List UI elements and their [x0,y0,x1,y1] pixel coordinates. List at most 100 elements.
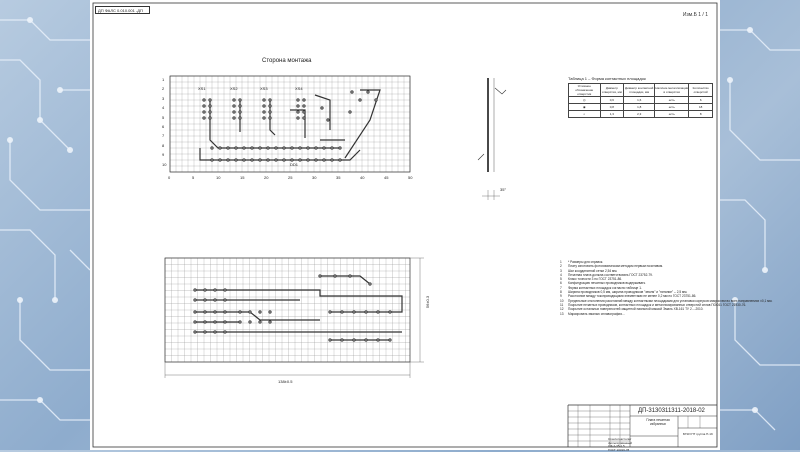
table-cell: 0,8 [599,103,625,111]
pad-hole [283,159,285,161]
pad-hole [204,311,206,313]
pad-hole [353,311,355,313]
pad-hole [291,147,293,149]
note-item: 1* Размеры для справок. [560,260,604,264]
pad-hole [303,105,305,107]
pad-hole [349,111,351,113]
pad-hole [214,311,216,313]
table-cell: ◐ [568,110,601,118]
pad-hole [224,311,226,313]
y-tick-label: 1 [162,77,165,82]
pad-hole [239,99,241,101]
x-tick-label: 0 [168,175,171,180]
pad-hole [269,111,271,113]
pad-hole [243,159,245,161]
pad-hole [339,159,341,161]
table-cell: есть [654,103,690,111]
pad-hole [235,147,237,149]
y-tick-label: 3 [162,95,165,101]
pad-hole [267,159,269,161]
pad-hole [211,147,213,149]
x-tick-label: 30 [312,175,317,180]
pad-hole [389,339,391,341]
pad-hole [307,147,309,149]
pad-hole [297,117,299,119]
pad-hole [303,117,305,119]
pad-hole [239,311,241,313]
pad-hole [329,311,331,313]
y-tick-label: 9 [162,152,165,158]
table-cell: есть [654,110,690,118]
table-cell: 2,3 [623,110,656,118]
pad-hole [249,311,251,313]
pad-hole [214,299,216,301]
pad-hole [339,147,341,149]
y-tick-label: 4 [162,105,165,111]
angle-label: 35° [500,187,507,192]
title-block-name: Плата печатная избранных [646,418,670,426]
component-label: DD1 [290,162,299,167]
pad-hole [359,99,361,101]
title-block-org: БГКИ ПТ группа П-19 [683,432,713,436]
pad-hole [224,299,226,301]
pad-hole [233,99,235,101]
side-view [477,78,507,200]
x-tick-label: 10 [216,175,221,180]
pad-hole [204,321,206,323]
table-cell: 8 [688,110,713,118]
table-cell: 18 [688,103,713,111]
connector-label: ХS4 [295,86,303,91]
table-header: Условное обозначение отверстия [568,83,601,97]
pad-hole [233,105,235,107]
pad-hole [209,105,211,107]
y-tick-label: 10 [162,161,167,167]
pad-hole [349,275,351,277]
table-header: Диаметр отверстия, мм [599,83,625,97]
pad-hole [211,159,213,161]
pad-hole [204,299,206,301]
pad-hole [341,339,343,341]
table-cell: 1,6 [623,96,656,104]
pad-hole [203,99,205,101]
pad-hole [249,321,251,323]
y-tick-label: 5 [162,114,165,120]
pad-hole [341,311,343,313]
sheet-number: Изм.Б 1 / 1 [682,12,708,18]
pad-hole [307,159,309,161]
bottom-pcb-view [164,257,424,378]
pad-hole [263,111,265,113]
document-stamp: ДП ФАЛС 0.010.001 -ДП [95,6,150,14]
pad-hole [275,147,277,149]
table-cell: 0,6 [599,96,625,104]
x-tick-label: 35 [336,175,341,180]
pad-hole [321,107,323,109]
pad-hole [214,321,216,323]
pad-hole [251,159,253,161]
pad-hole [219,147,221,149]
y-tick-label: 8 [162,142,165,148]
title-block-code: ДП-3130311311-2018-02 [638,408,705,414]
x-tick-label: 45 [384,175,389,180]
pad-hole [233,111,235,113]
pad-hole [303,99,305,101]
width-dimension: 138±0.5 [278,379,293,384]
pad-hole [377,311,379,313]
table-cell: 6 [688,96,713,104]
table-header: Диаметр контактной площадки, мм [623,83,656,97]
pad-hole [327,119,329,121]
pad-hole [235,159,237,161]
pad-hole [224,289,226,291]
pad-hole [315,147,317,149]
pad-hole [375,99,377,101]
